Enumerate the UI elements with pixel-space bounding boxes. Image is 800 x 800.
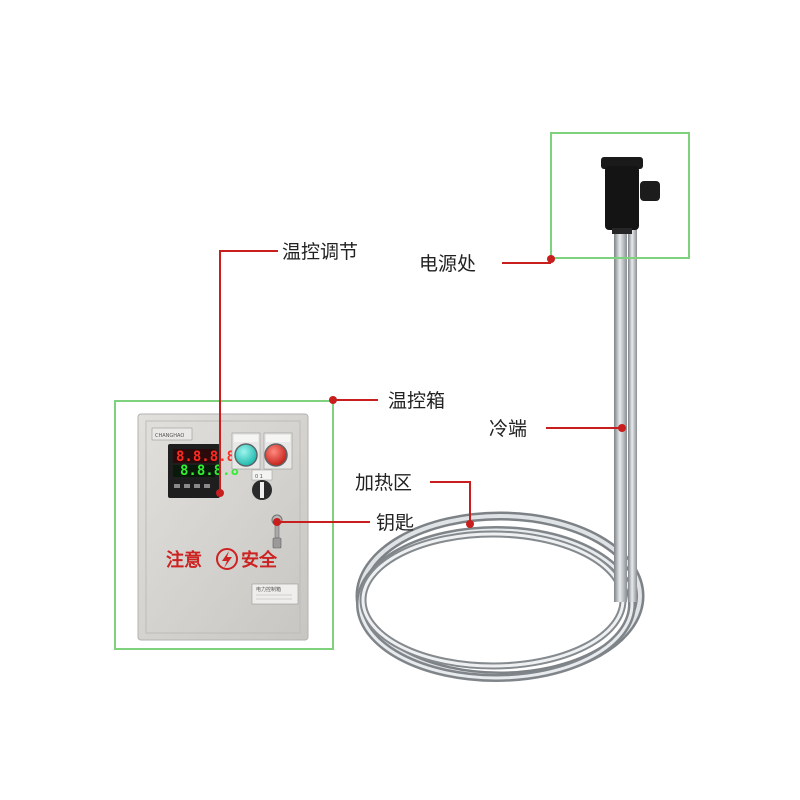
controller-sv-display: 8.8.8.8 bbox=[180, 463, 239, 479]
nameplate: 电力控制箱 bbox=[251, 583, 299, 605]
lightning-warning-icon bbox=[216, 548, 238, 570]
label-temp-adjust: 温控调节 bbox=[282, 241, 358, 263]
warning-text-left: 注意 bbox=[166, 549, 202, 571]
control-box: CHANGHAO 8.8.8.8 8.8.8.8 bbox=[114, 400, 334, 650]
svg-text:电力控制箱: 电力控制箱 bbox=[256, 586, 281, 593]
power-head bbox=[601, 157, 660, 234]
brand-plate: CHANGHAO bbox=[151, 427, 193, 441]
label-cold-end: 冷端 bbox=[489, 418, 527, 440]
red-indicator-button[interactable] bbox=[263, 432, 293, 470]
cold-end-pipe bbox=[614, 222, 637, 602]
warning-text-right: 安全 bbox=[241, 549, 278, 571]
label-power: 电源处 bbox=[419, 253, 476, 275]
green-indicator-button[interactable] bbox=[231, 432, 261, 470]
heating-element bbox=[355, 132, 690, 682]
rotary-switch[interactable]: 0 1 bbox=[251, 469, 273, 500]
label-heating-zone: 加热区 bbox=[355, 472, 412, 494]
power-frame bbox=[550, 132, 690, 259]
callout-lines bbox=[219, 250, 622, 524]
svg-text:CHANGHAO: CHANGHAO bbox=[155, 433, 184, 439]
label-control-box: 温控箱 bbox=[388, 390, 445, 412]
label-key: 钥匙 bbox=[376, 512, 414, 534]
svg-text:0 1: 0 1 bbox=[255, 474, 263, 480]
controller-keys[interactable] bbox=[174, 484, 210, 488]
control-box-frame bbox=[114, 400, 334, 650]
callout-dots bbox=[216, 255, 626, 528]
heating-coil bbox=[355, 511, 645, 682]
